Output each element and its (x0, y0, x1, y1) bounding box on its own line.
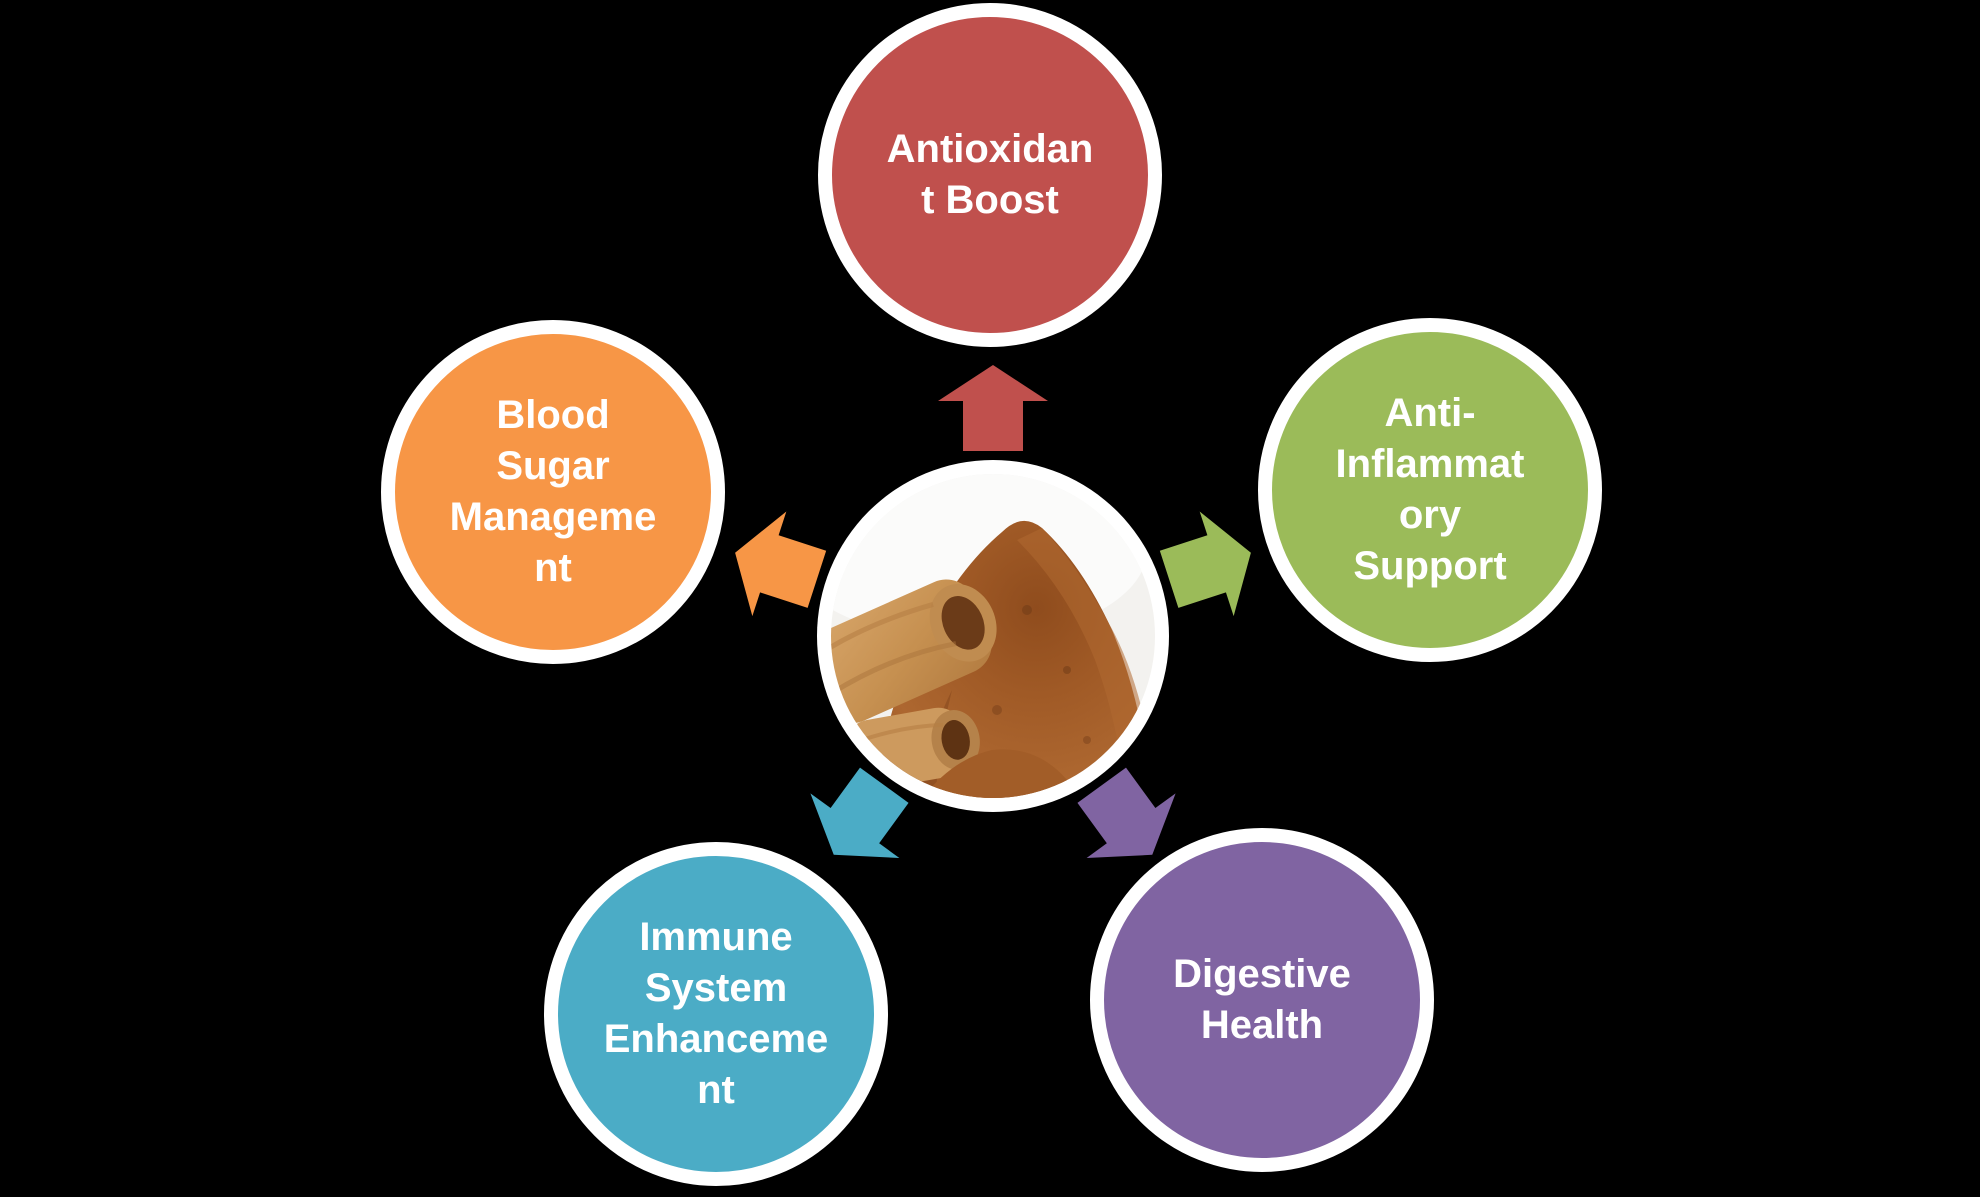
node-blood-sugar-management: Blood Sugar Manageme nt (381, 320, 725, 664)
node-digestive-health: Digestive Health (1090, 828, 1434, 1172)
lower-left-arrow-icon (810, 767, 909, 858)
cinnamon-stick (831, 579, 997, 724)
node-label-immune-system-enhancement: Immune System Enhanceme nt (603, 915, 829, 1112)
node-antioxidant-boost: Antioxidan t Boost (818, 3, 1162, 347)
node-immune-system-enhancement: Immune System Enhanceme nt (544, 842, 888, 1186)
node-label-anti-inflammatory-support: Anti- Inflammat ory Support (1335, 391, 1525, 588)
upper-right-arrow-icon (1159, 511, 1251, 617)
upper-left-arrow-icon (735, 511, 827, 617)
up-arrow-icon (938, 365, 1048, 451)
lower-right-arrow-icon (1077, 767, 1176, 858)
node-label-digestive-health: Digestive Health (1173, 952, 1351, 1047)
node-label-antioxidant-boost: Antioxidan t Boost (886, 127, 1094, 222)
node-label-blood-sugar-management: Blood Sugar Manageme nt (449, 393, 657, 590)
node-anti-inflammatory-support: Anti- Inflammat ory Support (1258, 318, 1602, 662)
cinnamon-photo (817, 460, 1169, 812)
